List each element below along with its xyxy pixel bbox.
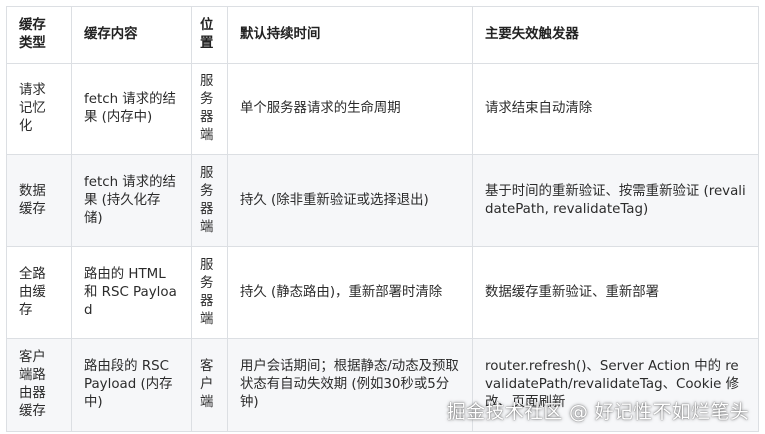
header-cache-content: 缓存内容 xyxy=(71,6,192,64)
watermark-text: 掘金技术社区 @ 好记性不如烂笔头 xyxy=(446,401,749,423)
cell-invalidation-triggers: 基于时间的重新验证、按需重新验证 (revalidatePath, revali… xyxy=(472,154,759,247)
table-row: 数据缓存 fetch 请求的结果 (持久化存储) 服务器端 持久 (除非重新验证… xyxy=(6,154,759,247)
cell-default-duration: 持久 (静态路由)，重新部署时清除 xyxy=(227,246,473,339)
cell-default-duration: 持久 (除非重新验证或选择退出) xyxy=(227,154,473,247)
cache-table-container: 缓存类型 缓存内容 位置 默认持续时间 主要失效触发器 请求记忆化 fetch … xyxy=(6,6,759,432)
cell-location: 客户端 xyxy=(191,338,228,432)
table-header-row: 缓存类型 缓存内容 位置 默认持续时间 主要失效触发器 xyxy=(6,6,759,64)
cell-cache-content: 路由的 HTML 和 RSC Payload xyxy=(71,246,192,339)
cell-default-duration: 用户会话期间；根据静态/动态及预取状态有自动失效期 (例如30秒或5分钟) xyxy=(227,338,473,432)
cell-cache-content: fetch 请求的结果 (持久化存储) xyxy=(71,154,192,247)
cell-location: 服务器端 xyxy=(191,63,228,155)
cell-cache-type: 全路由缓存 xyxy=(6,246,72,339)
table-row: 全路由缓存 路由的 HTML 和 RSC Payload 服务器端 持久 (静态… xyxy=(6,246,759,339)
header-location: 位置 xyxy=(191,6,228,64)
header-cache-type: 缓存类型 xyxy=(6,6,72,64)
cell-cache-content: 路由段的 RSC Payload (内存中) xyxy=(71,338,192,432)
cache-comparison-table: 缓存类型 缓存内容 位置 默认持续时间 主要失效触发器 请求记忆化 fetch … xyxy=(6,6,759,432)
cell-cache-type: 请求记忆化 xyxy=(6,63,72,155)
cell-location: 服务器端 xyxy=(191,154,228,247)
cell-invalidation-triggers: 数据缓存重新验证、重新部署 xyxy=(472,246,759,339)
cell-cache-content: fetch 请求的结果 (内存中) xyxy=(71,63,192,155)
cell-default-duration: 单个服务器请求的生命周期 xyxy=(227,63,473,155)
header-default-duration: 默认持续时间 xyxy=(227,6,473,64)
cell-invalidation-triggers: router.refresh()、Server Action 中的 revali… xyxy=(472,338,759,432)
cell-cache-type: 数据缓存 xyxy=(6,154,72,247)
table-row: 请求记忆化 fetch 请求的结果 (内存中) 服务器端 单个服务器请求的生命周… xyxy=(6,63,759,155)
table-row: 客户端路由器缓存 路由段的 RSC Payload (内存中) 客户端 用户会话… xyxy=(6,338,759,432)
cell-location: 服务器端 xyxy=(191,246,228,339)
cell-invalidation-triggers: 请求结束自动清除 xyxy=(472,63,759,155)
header-invalidation-triggers: 主要失效触发器 xyxy=(472,6,759,64)
cell-cache-type: 客户端路由器缓存 xyxy=(6,338,72,432)
